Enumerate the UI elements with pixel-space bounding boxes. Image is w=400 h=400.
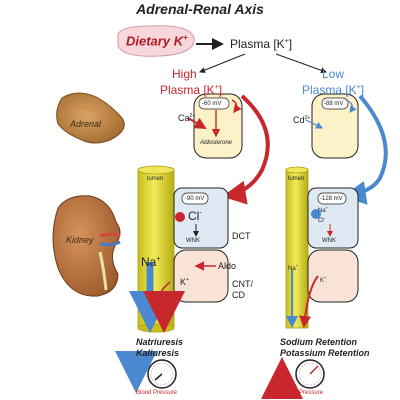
tubule-right <box>285 166 309 329</box>
cnt-label: CNT/ <box>232 279 253 289</box>
cnt-cd-cell-low <box>307 249 359 303</box>
dct-label: DCT <box>232 231 251 241</box>
plasma-to-low-arrow <box>275 53 327 74</box>
mv-high-adrenal-value: -60 mV <box>202 101 222 107</box>
kaliuresis-label: Kaliuresis <box>136 348 180 358</box>
dietary-k-badge <box>117 25 195 57</box>
aldo-label: Aldo <box>218 261 237 271</box>
cnt-cd-cell-high <box>173 249 229 303</box>
mv-badge-dct-high <box>181 192 209 205</box>
kidney-icon <box>52 195 121 297</box>
mv-low-adrenal-value: -88 mV <box>324 101 344 107</box>
high-label: High <box>172 67 197 81</box>
red-k-loop-arrow <box>231 99 242 114</box>
wnk-label-high: WNK <box>186 238 200 244</box>
sodium-retention-label: Sodium Retention <box>280 337 357 347</box>
high-plasma-label: Plasma [K+] <box>160 83 223 97</box>
tubule-left <box>137 165 175 333</box>
adrenal-label: Adrenal <box>70 119 102 129</box>
ca-influx-arrow <box>187 117 207 130</box>
wnk-label-low: WNK <box>322 238 336 244</box>
low-ca-arrow <box>305 119 324 129</box>
lumen-label-left: lumen <box>147 176 164 182</box>
plasma-k-label: Plasma [K+] <box>230 37 293 51</box>
lumen-label-right: lumen <box>288 176 305 182</box>
low-plasma-label: Plasma [K+] <box>302 83 365 97</box>
bp-label-right: Blood Pressure <box>282 390 324 396</box>
na-label-low-dct: Na+ <box>318 205 329 215</box>
potassium-retention-label: Potassium Retention <box>280 348 370 358</box>
blue-low-pathway-arrow <box>342 94 388 205</box>
adrenal-gland-icon <box>56 92 125 144</box>
k-label-high: K+ <box>180 277 189 287</box>
blue-k-loop-arrow <box>345 99 357 113</box>
adrenal-cell-low <box>311 93 359 159</box>
gauge-icon-high <box>295 359 325 389</box>
k-label-low: K+ <box>320 275 327 285</box>
mv-badge-dct-low <box>317 192 347 205</box>
mv-badge-adrenal-low <box>321 97 349 110</box>
aldosterone-to-kidney-arrow <box>222 94 270 205</box>
gauge-icon <box>147 359 177 389</box>
ncc-transporter <box>175 212 185 222</box>
na-label-high: Na+ <box>141 255 161 269</box>
dietary-k-label: Dietary K+ <box>126 33 188 49</box>
low-label: Low <box>322 67 345 81</box>
aldosterone-label: Aldosterone <box>200 140 233 146</box>
natriuresis-label: Natriuresis <box>136 337 184 347</box>
plasma-to-high-arrow <box>199 53 246 73</box>
page-title: Adrenal-Renal Axis <box>136 1 264 17</box>
mv-low-dct-value: -128 mV <box>320 196 343 202</box>
kidney-label: Kidney <box>66 235 94 245</box>
mv-high-dct-value: -90 mV <box>185 196 205 202</box>
ncc-transporter-low <box>311 209 321 219</box>
na-label-low: Na+ <box>288 263 299 273</box>
cl-label-high: Cl- <box>188 209 202 223</box>
ca-label-low: Cd2+ <box>293 115 311 125</box>
cl-label-low: Cl- <box>318 215 326 225</box>
cd-label: CD <box>232 290 245 300</box>
mv-badge-adrenal-high <box>198 97 230 110</box>
bp-label-left: Blood Pressure <box>136 390 178 396</box>
k-outflow-arrow-low <box>299 275 319 328</box>
ca-label-high: Ca2+ <box>178 113 196 123</box>
